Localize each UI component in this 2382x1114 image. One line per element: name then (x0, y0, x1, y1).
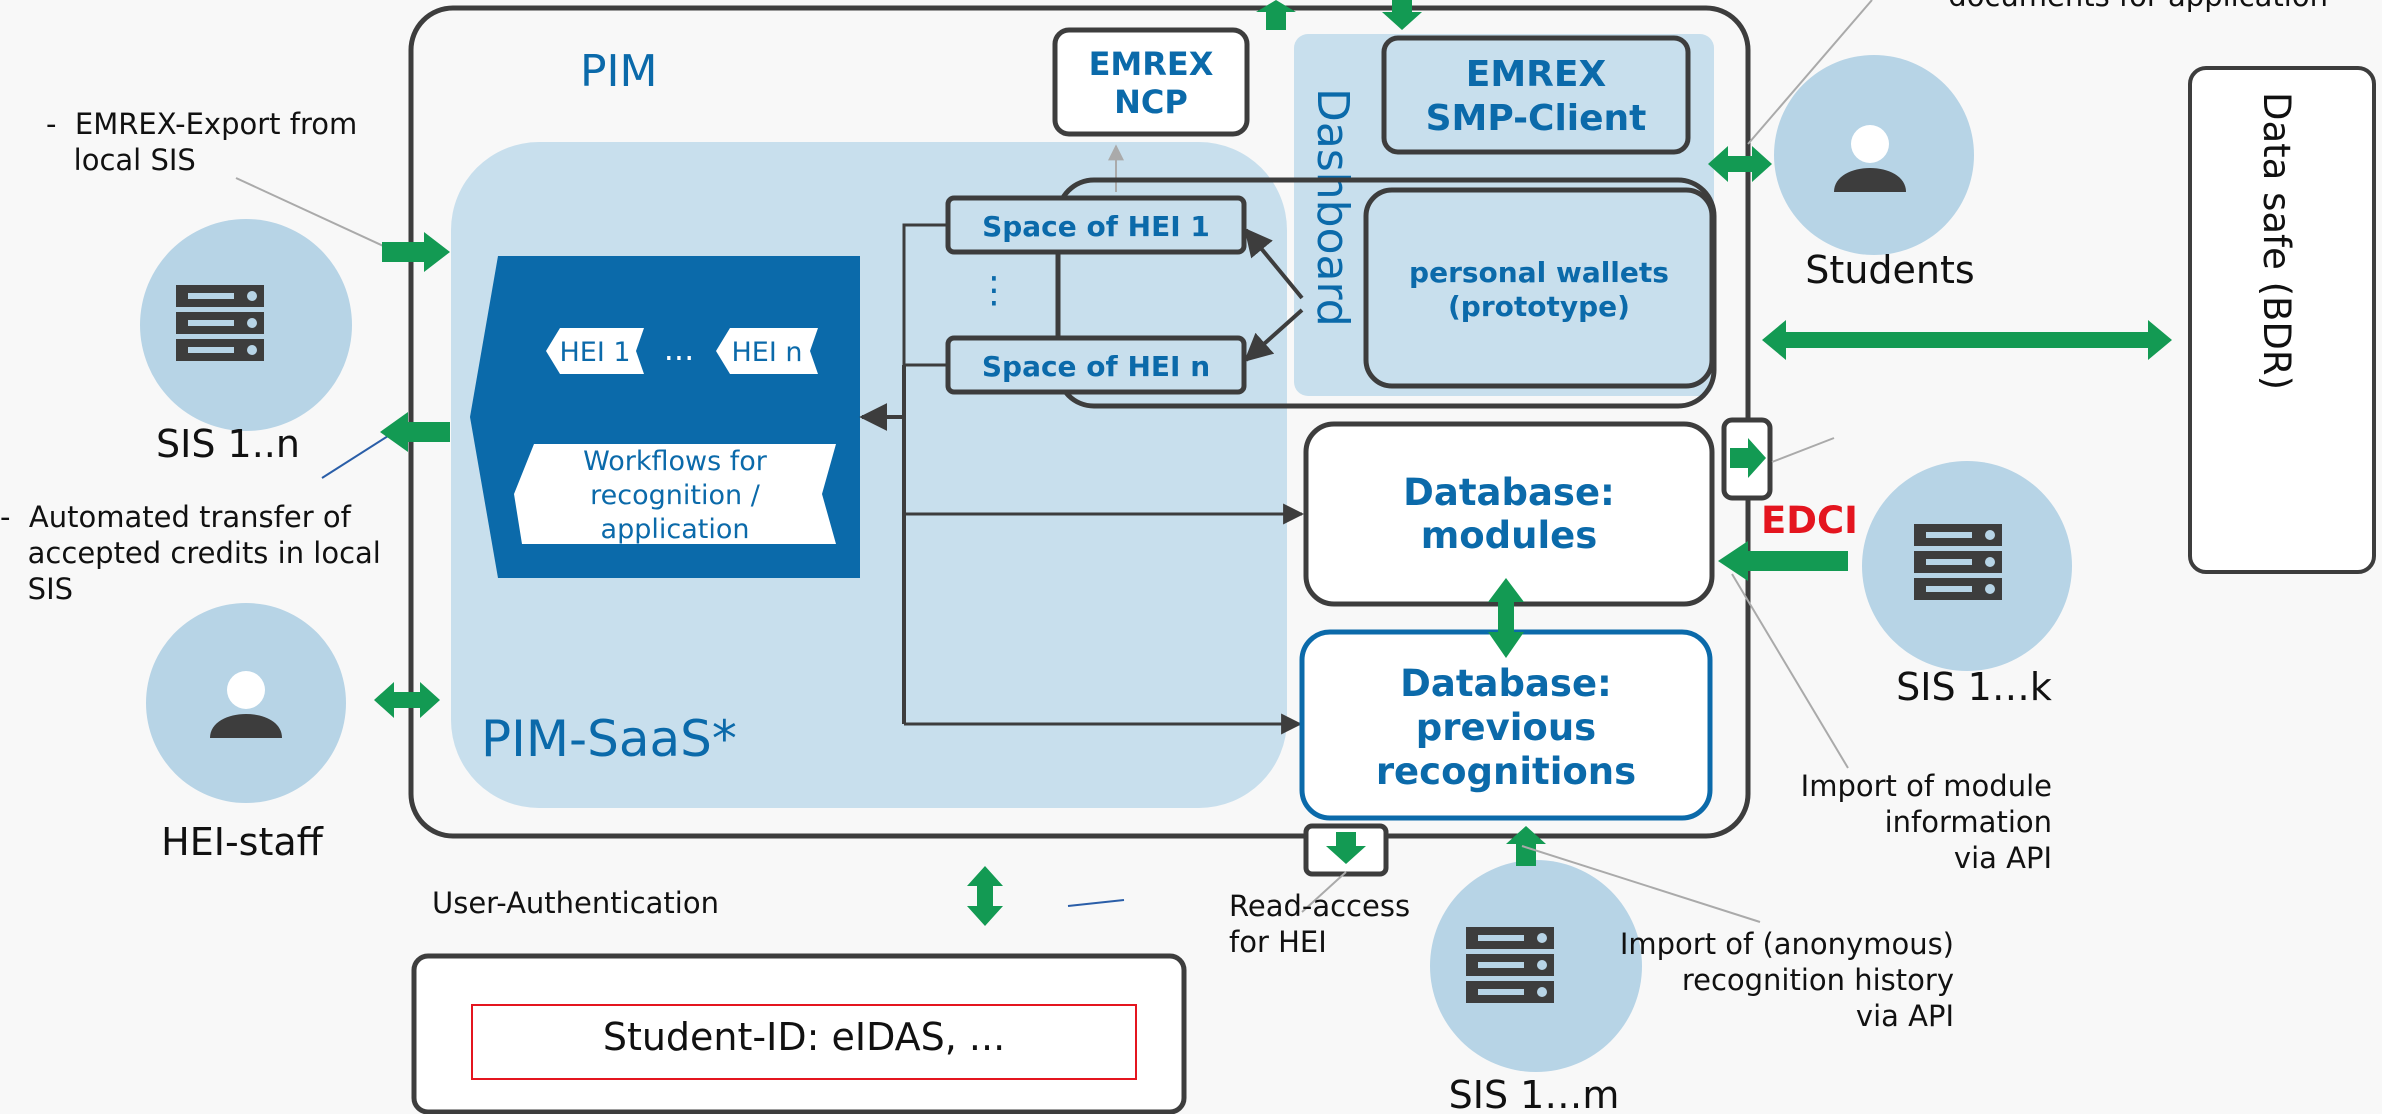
emrex-export-line1: - EMREX-Export from (46, 107, 357, 141)
db-recognitions-line1: Database: (1400, 662, 1612, 705)
db-recognitions-line2: previous (1416, 706, 1596, 749)
top-inbound-arrow (1382, 0, 1422, 30)
import-recognition-line2: recognition history (1682, 963, 1954, 997)
emrex-ncp-line1: EMREX (1089, 45, 1214, 83)
data-safe-label: Data safe (BDR) (2255, 92, 2298, 390)
workflows-line1: Workflows for (583, 446, 768, 477)
emrex-ncp-line2: NCP (1114, 83, 1188, 121)
sis-m-label: SIS 1…m (1449, 1073, 1620, 1114)
auto-transfer-line2: accepted credits in local (0, 536, 381, 570)
dashboard-label: Dashboard (1307, 88, 1358, 327)
import-recognition-line1: Import of (anonymous) (1620, 927, 1954, 961)
user-auth-label: User-Authentication (432, 886, 719, 920)
read-access-line1: Read-access (1229, 889, 1410, 923)
hei-1-tag-label: HEI 1 (559, 337, 630, 368)
students-label: Students (1805, 248, 1974, 292)
edci-label: EDCI (1761, 499, 1858, 542)
sis-m-server-icon (1466, 927, 1554, 1003)
wallet-to-space-1-arrow (1244, 227, 1304, 300)
personal-wallets-box (1363, 187, 1715, 389)
read-access-line2: for HEI (1229, 925, 1327, 959)
space-hei-1-label: Space of HEI 1 (982, 210, 1210, 243)
hei-staff-label: HEI-staff (161, 820, 323, 864)
import-module-leader (1731, 573, 1849, 769)
students-leader (1747, 0, 1873, 145)
data-safe-link-arrow (1762, 320, 2172, 360)
import-module-line3: via API (1954, 841, 2052, 875)
space-dots: ⋮ (976, 270, 1012, 311)
hei-n-tag (716, 328, 818, 374)
import-module-line1: Import of module (1801, 769, 2052, 803)
db-modules-line1: Database: (1403, 471, 1615, 514)
read-access-leader (1301, 871, 1347, 913)
data-safe-box (2188, 66, 2376, 574)
import-recognition-leader (1521, 845, 1761, 923)
hei-tag-dots: ... (664, 330, 695, 368)
read-access-arrow (1326, 832, 1366, 864)
emrex-ncp-box (1052, 27, 1250, 137)
workflows-line2: recognition / (590, 480, 761, 511)
recognition-import-arrow (1506, 826, 1546, 866)
hei-n-tag-label: HEI n (731, 337, 802, 368)
hei-1-tag (546, 328, 644, 374)
auth-leader (1067, 899, 1125, 907)
import-recognition-line3: via API (1856, 999, 1954, 1033)
students-link-arrow (1708, 146, 1772, 182)
import-module-line2: information (1885, 805, 2052, 839)
emrex-smp-client-line1: EMREX (1466, 54, 1607, 95)
auto-transfer-line1: - Automated transfer of (0, 500, 352, 534)
workflow-bracket (902, 223, 948, 367)
sis-n-label: SIS 1..n (156, 422, 300, 466)
pim-saas-label: PIM-SaaS* (481, 710, 737, 768)
db-recognitions-line3: recognitions (1376, 750, 1636, 793)
workflows-line3: application (601, 514, 750, 545)
hei-staff-link-arrow (374, 682, 440, 718)
auth-link-arrow (967, 866, 1003, 926)
emrex-smp-client-line2: SMP-Client (1426, 98, 1647, 139)
space-hei-n-label: Space of HEI n (982, 350, 1210, 383)
top-right-note: documents for application (1948, 0, 2328, 13)
personal-wallets-line2: (prototype) (1448, 290, 1630, 323)
edci-import-arrow (1718, 541, 1848, 581)
edci-gate-leader (1771, 437, 1835, 463)
emrex-export-leader (235, 177, 393, 251)
sis-k-label: SIS 1…k (1896, 665, 2052, 709)
sis-n-server-icon (176, 285, 264, 361)
credit-transfer-arrow (380, 412, 450, 452)
db-link-arrow (1488, 578, 1524, 658)
workflows-box (514, 444, 836, 544)
student-id-label: Student-ID: eIDAS, ... (603, 1015, 1005, 1059)
emrex-smp-client-box (1381, 35, 1691, 155)
auto-transfer-line3: SIS (0, 572, 73, 606)
wallet-to-space-n-arrow (1243, 308, 1304, 362)
pim-title: PIM (580, 46, 657, 97)
emrex-export-line2: local SIS (46, 143, 196, 177)
student-id-box (471, 1004, 1137, 1080)
sis-import-arrow (382, 232, 450, 272)
edci-gate-arrow (1730, 438, 1766, 478)
top-outbound-arrow (1256, 0, 1296, 30)
auto-transfer-leader (321, 435, 389, 479)
sis-k-server-icon (1914, 524, 2002, 600)
personal-wallets-line1: personal wallets (1409, 256, 1669, 289)
db-modules-line2: modules (1421, 514, 1598, 557)
